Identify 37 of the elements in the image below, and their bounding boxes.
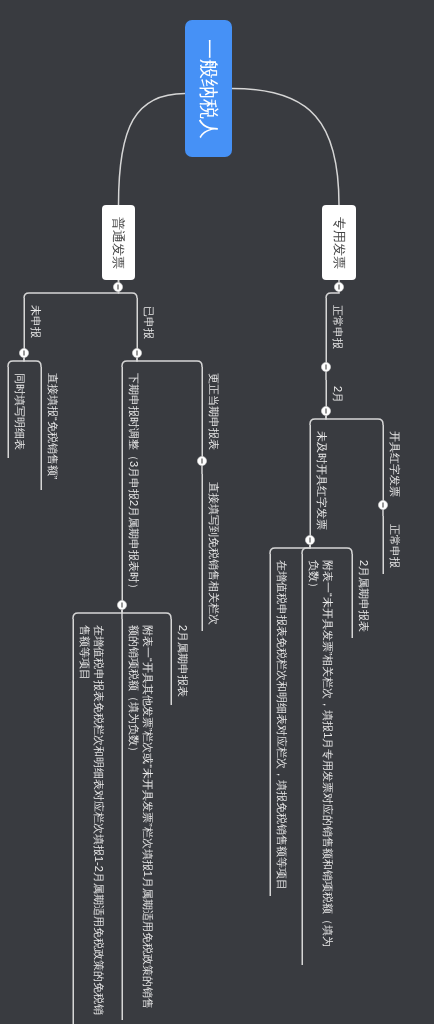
topic-label: 更正当期申报表 bbox=[208, 373, 220, 450]
topic-label: 附表一“未开具发票”相关栏次，填报1月专用发票对应的销售额和销项税额（填为负数） bbox=[308, 560, 334, 948]
connector-line bbox=[117, 92, 186, 206]
topic-label: 正常申报 bbox=[332, 305, 344, 349]
topic-label: 直接填报“免税销售额” bbox=[47, 373, 59, 480]
topic-label: 2月 bbox=[332, 386, 344, 404]
connector-line bbox=[121, 609, 172, 620]
topic-label: 在增值税申报表免税栏次和明细表对应栏次填报1-2月属期适用免税政策的免税销售额等项目 bbox=[79, 625, 105, 1015]
topic-label: 未及时开具红字发票 bbox=[316, 431, 328, 530]
topic-label: 2月属期申报表 bbox=[177, 625, 189, 698]
connector-line bbox=[136, 357, 203, 368]
connector-line bbox=[301, 544, 311, 555]
topic-label: 同时填写明细表 bbox=[14, 373, 26, 450]
connector-line bbox=[23, 357, 42, 368]
topic-label: 2月属期申报表 bbox=[358, 560, 370, 633]
topic-label: 在增值税申报表免税栏次和明细表对应栏次，填报免税销售额等项目 bbox=[276, 560, 288, 890]
connector-line bbox=[309, 544, 353, 555]
connector-line bbox=[72, 609, 123, 620]
connector-line bbox=[382, 509, 384, 517]
connector-line bbox=[309, 415, 327, 426]
topic-label: 正常申报 bbox=[389, 524, 401, 568]
connector-line bbox=[121, 609, 123, 620]
topic-label: 开具红字发票 bbox=[389, 431, 401, 497]
topic-label: 附表一“开具其他发票”栏次或“未开具发票”栏次填报1月属期适用免税政策的销售额的销项税额（填为负数） bbox=[128, 625, 154, 1009]
topic-label: 已申报 bbox=[143, 306, 155, 339]
topic-box: 专用发票 bbox=[322, 205, 356, 280]
connector-line bbox=[7, 357, 25, 368]
connector-line bbox=[201, 465, 203, 475]
root-topic-box: 一般纳税人 bbox=[185, 20, 232, 157]
connector-line bbox=[325, 371, 327, 381]
connector-line bbox=[121, 357, 138, 368]
topic-box: 普通发票 bbox=[102, 205, 135, 280]
topic-label: 下期申报时调整（3月申报2月属期申报表时） bbox=[128, 373, 140, 595]
connector-line bbox=[325, 415, 384, 426]
topic-label: 未申报 bbox=[30, 305, 42, 338]
topic-label: 直接填写到免税销售相关栏次 bbox=[208, 482, 220, 625]
connector-line bbox=[231, 87, 340, 206]
